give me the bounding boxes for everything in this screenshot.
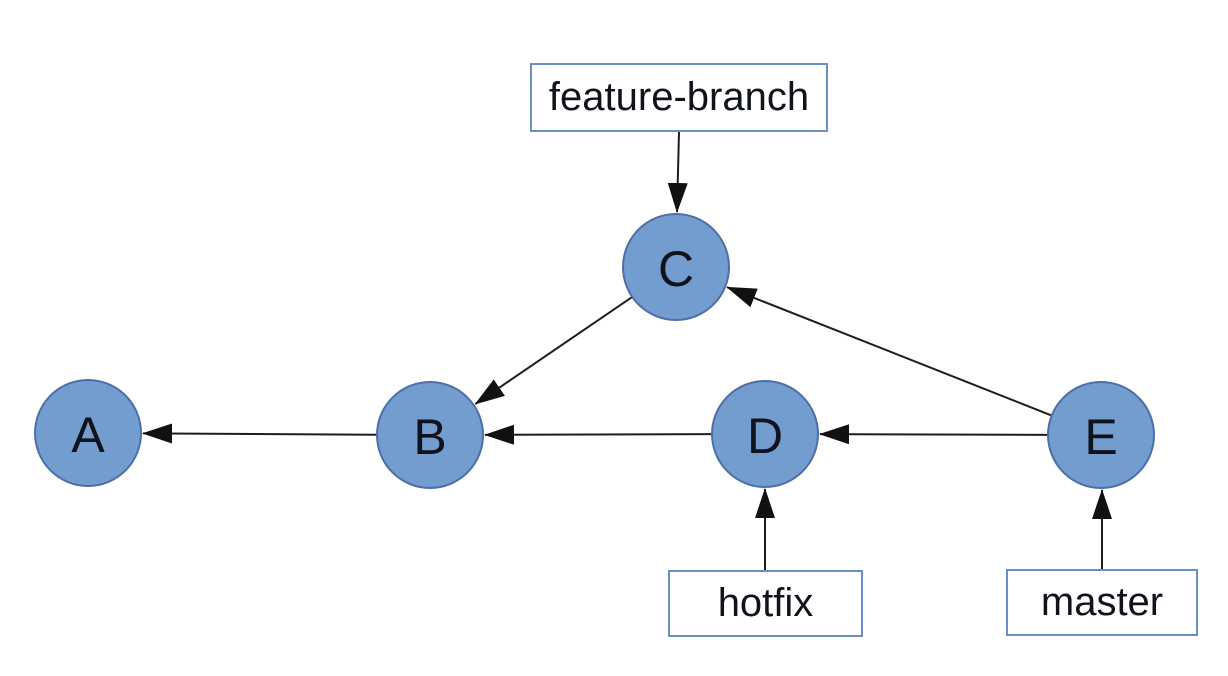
commit-node-circle xyxy=(711,380,819,488)
commit-node-C: C xyxy=(622,213,730,321)
edge-B-to-A xyxy=(141,423,378,444)
nodes-group: A B C D E xyxy=(34,213,1155,489)
edge-feature-branch-to-C xyxy=(667,131,688,213)
edge-E-to-C xyxy=(726,286,1053,417)
edge-E-to-D xyxy=(818,424,1049,445)
commit-node-A: A xyxy=(34,379,142,487)
commit-node-B: B xyxy=(376,381,484,489)
commit-node-E: E xyxy=(1047,381,1155,489)
edges-group xyxy=(141,131,1112,570)
commit-node-circle xyxy=(1047,381,1155,489)
branch-label-feature-branch: feature-branch xyxy=(530,63,828,132)
commit-node-label: A xyxy=(71,407,105,463)
commit-node-circle xyxy=(34,379,142,487)
commit-node-circle xyxy=(622,213,730,321)
commit-node-label: E xyxy=(1084,409,1117,465)
commit-node-D: D xyxy=(711,380,819,488)
commit-node-label: C xyxy=(658,241,694,297)
branch-label-hotfix: hotfix xyxy=(668,570,863,637)
commit-node-circle xyxy=(376,381,484,489)
commit-node-label: D xyxy=(747,408,783,464)
edge-C-to-B xyxy=(474,296,633,405)
commit-node-label: B xyxy=(413,409,446,465)
branch-label-master: master xyxy=(1006,569,1198,636)
edge-D-to-B xyxy=(483,424,713,445)
